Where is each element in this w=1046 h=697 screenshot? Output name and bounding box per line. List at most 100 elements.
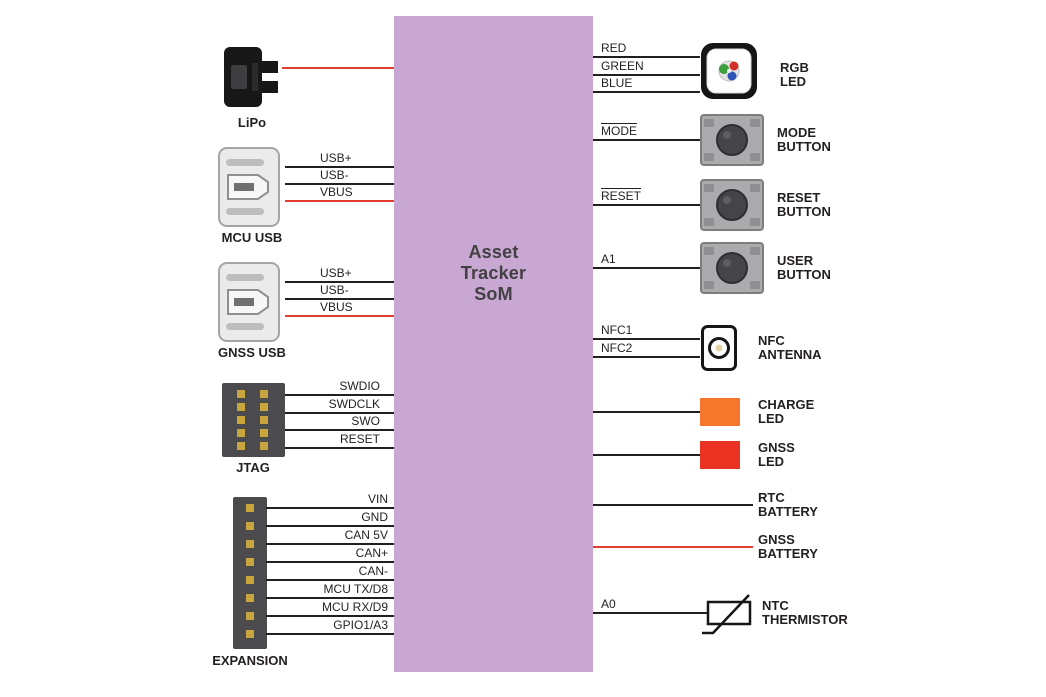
expansion-label: EXPANSION — [212, 653, 288, 668]
wire-gnd — [266, 525, 394, 527]
som-title-line: SoM — [474, 284, 513, 304]
wire-gnss-battery — [593, 546, 753, 548]
pin-label-green: GREEN — [601, 59, 644, 73]
ntc-thermistor-icon — [702, 594, 752, 635]
wire-gnss-usb-minus — [285, 298, 394, 300]
pin-label-swdio: SWDIO — [339, 379, 380, 393]
wire-jtag-reset — [285, 447, 394, 449]
som-title-line: Tracker — [460, 263, 527, 283]
user-button-label: USER BUTTON — [777, 254, 831, 282]
som-title-line: Asset — [468, 242, 519, 262]
pin-label-usb-minus: USB- — [320, 168, 349, 182]
wire-mcu-rx — [266, 615, 394, 617]
pin-label-red: RED — [601, 41, 627, 55]
pin-label-reset: RESET — [601, 189, 642, 203]
wire-can-minus — [266, 579, 394, 581]
gnss-led-label-line: GNSS — [758, 440, 795, 455]
pin-label-a1: A1 — [601, 252, 616, 266]
som-block: Asset Tracker SoM — [394, 16, 593, 672]
rtc-battery-label-line: BATTERY — [758, 504, 818, 519]
ntc-thermistor-label: NTC THERMISTOR — [762, 599, 848, 627]
gnss-battery-label: GNSS BATTERY — [758, 533, 818, 561]
wire-swdio — [285, 394, 394, 396]
wire-mcu-usb-plus — [285, 166, 394, 168]
som-title: Asset Tracker SoM — [394, 242, 593, 305]
pin-label-can-minus: CAN- — [358, 564, 388, 578]
wire-ntc — [593, 612, 707, 614]
wire-vin — [266, 507, 394, 509]
pin-label-gnd: GND — [361, 510, 388, 524]
lipo-connector-icon — [224, 47, 278, 107]
wire-gnss-usb-plus — [285, 281, 394, 283]
ntc-thermistor-label-line: NTC — [762, 598, 789, 613]
wire-nfc1 — [593, 338, 700, 340]
wire-lipo — [282, 67, 394, 69]
wire-mcu-usb-minus — [285, 183, 394, 185]
pin-label-swo: SWO — [351, 414, 380, 428]
mode-button-label-line: MODE — [777, 125, 816, 140]
pin-label-mcu-tx: MCU TX/D8 — [323, 582, 388, 596]
wire-swo — [285, 429, 394, 431]
reset-button-label-line: RESET — [777, 190, 821, 205]
wire-green — [593, 74, 700, 76]
wire-user — [593, 267, 700, 269]
wire-mode — [593, 139, 700, 141]
user-button-label-line: USER — [777, 253, 814, 268]
pin-label-vbus: VBUS — [320, 185, 353, 199]
wire-rtc-battery — [593, 504, 753, 506]
gnss-led-label-line: LED — [758, 454, 784, 469]
wire-can-plus — [266, 561, 394, 563]
wire-mcu-vbus — [285, 200, 394, 202]
rgb-led-label: RGB LED — [780, 61, 809, 89]
wire-blue — [593, 91, 700, 93]
rgb-led-icon — [701, 43, 757, 99]
user-button-label-line: BUTTON — [777, 267, 831, 282]
jtag-header-icon — [222, 383, 285, 457]
pin-label-mode: MODE — [601, 124, 637, 138]
reset-button-label-line: BUTTON — [777, 204, 831, 219]
charge-led-icon — [700, 398, 740, 426]
wire-gpio1 — [266, 633, 394, 635]
rtc-battery-label-line: RTC — [758, 490, 785, 505]
pin-label-usb-plus: USB+ — [320, 266, 352, 280]
nfc-antenna-label-line: ANTENNA — [758, 347, 822, 362]
gnss-battery-label-line: GNSS — [758, 532, 795, 547]
pin-label-blue: BLUE — [601, 76, 633, 90]
mcu-usb-label: MCU USB — [221, 230, 283, 245]
wire-gnss-led — [593, 454, 700, 456]
pin-label-vbus: VBUS — [320, 300, 353, 314]
pin-label-swdclk: SWDCLK — [328, 397, 380, 411]
gnss-battery-label-line: BATTERY — [758, 546, 818, 561]
user-button-icon — [700, 242, 764, 294]
wire-charge-led — [593, 411, 700, 413]
gnss-usb-connector-icon — [218, 262, 280, 342]
pin-label-a0: A0 — [601, 597, 616, 611]
rgb-led-label-line: LED — [780, 74, 806, 89]
pin-label-mcu-rx: MCU RX/D9 — [321, 600, 388, 614]
pin-label-usb-plus: USB+ — [320, 151, 352, 165]
ntc-thermistor-label-line: THERMISTOR — [762, 612, 848, 627]
nfc-antenna-icon — [701, 325, 737, 371]
charge-led-label-line: LED — [758, 411, 784, 426]
jtag-label: JTAG — [236, 460, 270, 475]
pin-label-can5v: CAN 5V — [344, 528, 388, 542]
pin-label-nfc2: NFC2 — [601, 341, 633, 355]
mode-button-label-line: BUTTON — [777, 139, 831, 154]
gnss-usb-label: GNSS USB — [218, 345, 286, 360]
rgb-led-label-line: RGB — [780, 60, 809, 75]
charge-led-label-line: CHARGE — [758, 397, 815, 412]
wire-reset — [593, 204, 700, 206]
charge-led-label: CHARGE LED — [758, 398, 814, 426]
wire-swdclk — [285, 412, 394, 414]
expansion-header-icon — [233, 497, 267, 649]
mode-button-label: MODE BUTTON — [777, 126, 831, 154]
wire-red — [593, 56, 700, 58]
reset-button-label: RESET BUTTON — [777, 191, 831, 219]
wire-can5v — [266, 543, 394, 545]
nfc-antenna-label-line: NFC — [758, 333, 785, 348]
pin-label-nfc1: NFC1 — [601, 323, 633, 337]
wire-mcu-tx — [266, 597, 394, 599]
mode-button-icon — [700, 114, 764, 166]
gnss-led-icon — [700, 441, 740, 469]
